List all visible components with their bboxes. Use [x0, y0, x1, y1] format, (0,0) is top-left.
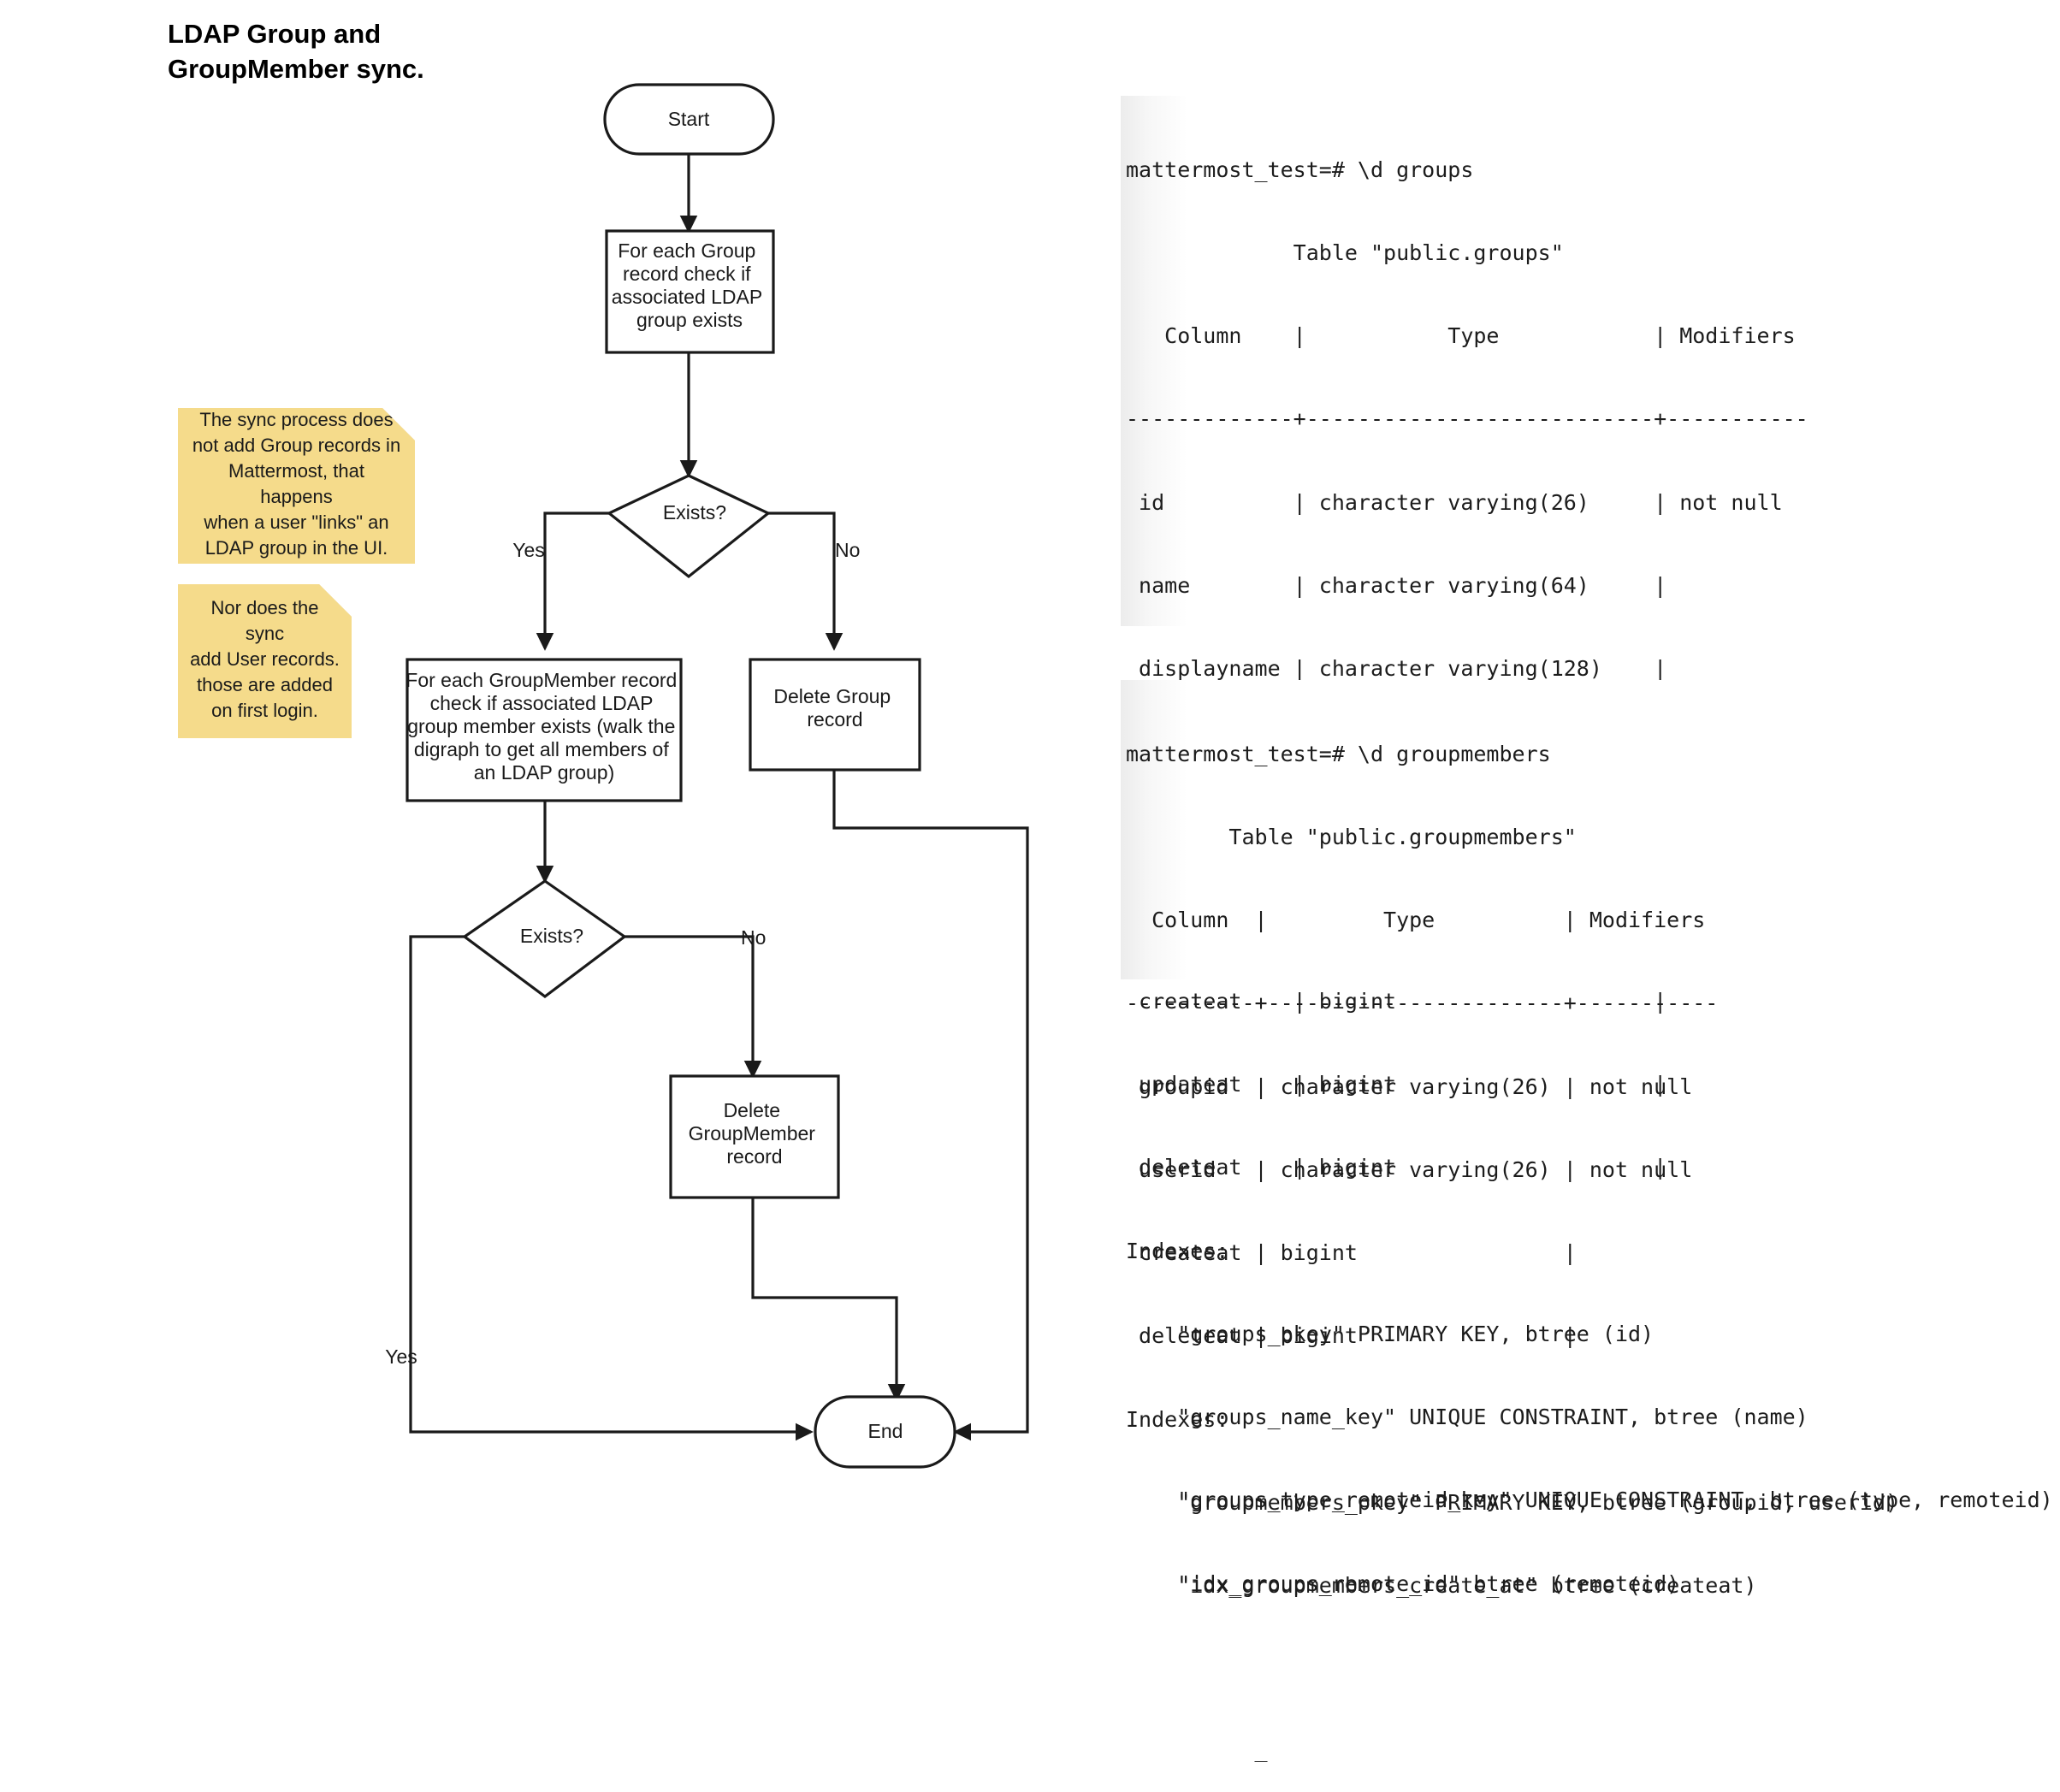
terminal-line: mattermost_test=# \d groups — [1126, 157, 1474, 182]
node-delete-groupmember-label: Delete GroupMember record — [689, 1099, 821, 1168]
node-exists-1[interactable]: Exists? — [606, 474, 772, 579]
edge-label-yes-2: Yes — [385, 1345, 417, 1368]
edge-label-no-2: No — [741, 926, 766, 949]
edge-delete-groupmember-to-end — [751, 1198, 906, 1402]
page-title: LDAP Group and GroupMember sync. — [168, 19, 424, 84]
terminal-line: ----------+-----------------------+-----… — [1126, 991, 1719, 1016]
edge-exists1-yes — [536, 512, 609, 651]
node-start[interactable]: Start — [603, 83, 775, 156]
terminal-output-groups-table: mattermost_test=# \d groups Table "publi… — [1121, 96, 2053, 1762]
edge-delete-group-to-end — [832, 770, 1029, 1441]
terminal-line: Indexes: — [1126, 1238, 1229, 1263]
terminal-line: groupid | character varying(26) | not nu… — [1126, 1073, 1693, 1099]
terminal-output-groupmembers-table: mattermost_test=# \d groupmembers Table … — [1121, 680, 1898, 1598]
terminal-line: Table "public.groupmembers" — [1126, 825, 1577, 850]
terminal-line: "groupmembers_pkey" PRIMARY KEY, btree (… — [1126, 1489, 1899, 1515]
node-start-label: Start — [668, 108, 710, 130]
node-delete-group-label: Delete Group record — [773, 685, 896, 730]
node-check-group[interactable]: For each Group record check if associate… — [605, 229, 775, 354]
flowchart-canvas: Start For each Group record check if ass… — [385, 83, 1029, 1469]
terminal-line: Column | Type | Modifiers — [1126, 908, 1706, 933]
terminal-line: updateat | bigint | — [1126, 1072, 1667, 1097]
sticky-note-1-text: The sync process does not add Group reco… — [192, 409, 401, 559]
terminal-line: "idx_groupmembers_create_at" btree (crea… — [1126, 1573, 1757, 1598]
node-delete-group[interactable]: Delete Group record — [749, 658, 921, 772]
node-exists-2[interactable]: Exists? — [462, 879, 627, 998]
terminal-line: createat | bigint | — [1126, 1240, 1577, 1266]
terminal-line: -------------+--------------------------… — [1126, 406, 1808, 432]
edge-exists2-no — [625, 935, 762, 1079]
terminal-line: "groups_name_key" UNIQUE CONSTRAINT, btr… — [1126, 1405, 1808, 1430]
terminal-line: Indexes: — [1126, 1406, 1229, 1432]
terminal-cursor: _ — [1126, 1736, 1268, 1762]
terminal-line: name | character varying(64) | — [1126, 572, 1667, 598]
node-check-groupmember[interactable]: For each GroupMember record check if ass… — [405, 658, 683, 802]
terminal-line: userid | character varying(26) | not nul… — [1126, 1156, 1693, 1182]
terminal-line: createat | bigint | — [1126, 989, 1667, 1014]
node-exists-2-label: Exists? — [520, 925, 583, 947]
terminal-line: mattermost_test=# \d groupmembers — [1126, 741, 1551, 766]
terminal-line — [1126, 1653, 2002, 1681]
node-check-groupmember-label: For each GroupMember record check if ass… — [405, 669, 682, 784]
node-check-group-label: For each Group record check if associate… — [612, 240, 767, 331]
terminal-line: Table "public.groups" — [1126, 240, 1564, 266]
node-end[interactable]: End — [814, 1395, 956, 1469]
sticky-note-2-text: Nor does the sync add User records. thos… — [190, 597, 340, 721]
terminal-line: deleteat | bigint | — [1126, 1155, 1667, 1180]
node-exists-1-label: Exists? — [663, 501, 726, 523]
node-delete-groupmember[interactable]: Delete GroupMember record — [669, 1074, 840, 1199]
edge-label-no-1: No — [835, 539, 860, 561]
edge-exists1-no — [768, 512, 844, 651]
terminal-line: id | character varying(26) | not null — [1126, 489, 1783, 515]
terminal-line: displayname | character varying(128) | — [1126, 656, 1667, 682]
terminal-line: Column | Type | Modifiers — [1126, 323, 1796, 349]
terminal-line: "groups_pkey" PRIMARY KEY, btree (id) — [1126, 1321, 1655, 1346]
sticky-note-sync-does-not-add-users: Nor does the sync add User records. thos… — [178, 584, 352, 738]
edge-exists2-yes — [409, 935, 814, 1441]
terminal-line: deleteat | bigint | — [1126, 1323, 1577, 1349]
edge-label-yes-1: Yes — [512, 539, 545, 561]
sticky-note-sync-does-not-add-groups: The sync process does not add Group reco… — [178, 408, 415, 564]
node-end-label: End — [868, 1420, 903, 1442]
